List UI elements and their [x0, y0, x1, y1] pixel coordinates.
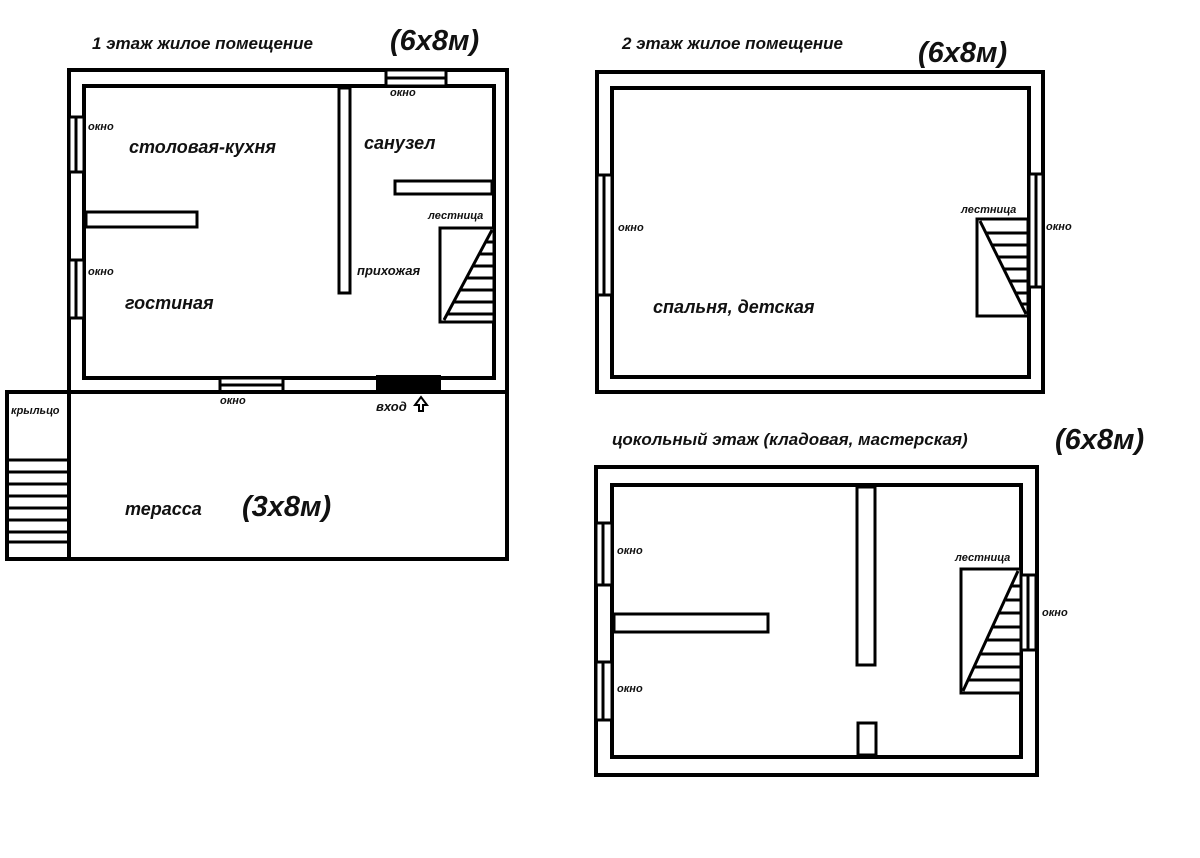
- entrance-label: вход: [376, 399, 407, 414]
- floor1-plan: 1 этаж жилое помещение (6х8м) окно окно …: [5, 25, 509, 561]
- floor1-window-label: окно: [390, 87, 416, 99]
- room-bathroom: санузел: [364, 133, 436, 153]
- terrace-size: (3х8м): [242, 491, 331, 523]
- basement-partition-horizontal: [612, 612, 770, 634]
- basement-pillar: [856, 721, 878, 757]
- floor2-window-label: окно: [618, 222, 644, 234]
- floor1-partition-left: [84, 210, 199, 229]
- porch-steps: [7, 458, 69, 544]
- basement-stairs-label: лестница: [954, 552, 1010, 564]
- floor1-stair-steps: [447, 240, 494, 316]
- floor2-title: 2 этаж жилое помещение: [621, 34, 843, 53]
- room-terrace: терасса: [125, 499, 202, 519]
- floor1-inner-wall: [82, 84, 496, 380]
- floor1-size: (6х8м): [390, 25, 479, 57]
- floor1-partition-bathroom: [393, 179, 494, 196]
- floor1-window-label: окно: [220, 395, 246, 407]
- floor2-plan: 2 этаж жилое помещение (6х8м) окно окно …: [595, 34, 1072, 394]
- basement-window-label: окно: [617, 683, 643, 695]
- room-living-room: гостиная: [125, 293, 214, 313]
- room-hallway: прихожая: [357, 263, 420, 278]
- floor1-stairs-label: лестница: [427, 210, 483, 222]
- room-porch: крыльцо: [11, 405, 60, 417]
- floor2-stair-steps: [986, 231, 1028, 306]
- floor1-entrance-door: [376, 375, 441, 392]
- floor2-window-label: окно: [1046, 221, 1072, 233]
- room-bedroom: спальня, детская: [653, 297, 815, 317]
- basement-size: (6х8м): [1055, 424, 1144, 456]
- room-dining-kitchen: столовая-кухня: [129, 137, 276, 157]
- terrace: [67, 390, 509, 561]
- entrance-arrow-icon: [413, 395, 429, 412]
- basement-stair-steps: [969, 584, 1021, 682]
- porch: [5, 390, 71, 561]
- basement-title: цокольный этаж (кладовая, мастерская): [612, 430, 968, 449]
- floor2-stairs-label: лестница: [960, 204, 1016, 216]
- basement-partition-vertical: [855, 485, 877, 667]
- basement-window-label: окно: [617, 545, 643, 557]
- floor1-partition-center: [337, 86, 352, 295]
- floor1-title: 1 этаж жилое помещение: [92, 34, 313, 53]
- floor2-size: (6х8м): [918, 37, 1007, 69]
- basement-plan: цокольный этаж (кладовая, мастерская) (6…: [594, 424, 1144, 777]
- floor1-window-label: окно: [88, 121, 114, 133]
- floor2-inner-wall: [610, 86, 1031, 379]
- floor1-window-label: окно: [88, 266, 114, 278]
- basement-window-label: окно: [1042, 607, 1068, 619]
